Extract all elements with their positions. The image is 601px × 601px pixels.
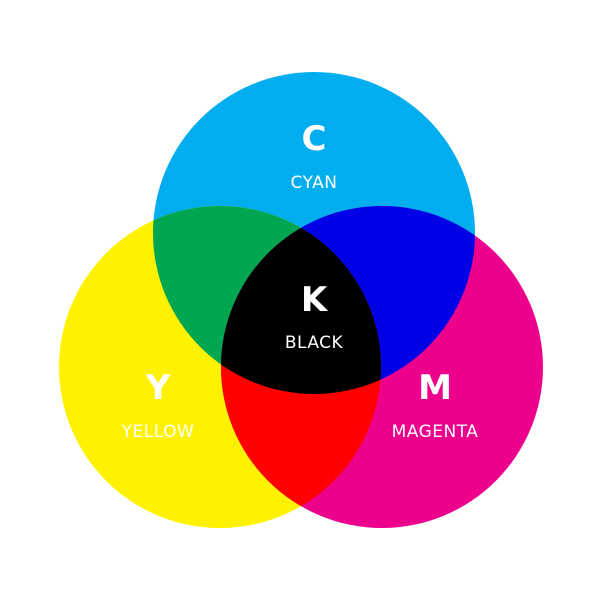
yellow-label: YELLOW <box>121 422 195 442</box>
cyan-label: CYAN <box>291 173 338 193</box>
black-overlap-center <box>221 206 381 394</box>
center-letter: K <box>301 280 329 320</box>
magenta-letter: M <box>418 368 452 408</box>
magenta-label: MAGENTA <box>392 422 479 442</box>
cyan-letter: C <box>302 119 327 159</box>
yellow-letter: Y <box>145 368 171 408</box>
center-label: BLACK <box>285 333 344 353</box>
